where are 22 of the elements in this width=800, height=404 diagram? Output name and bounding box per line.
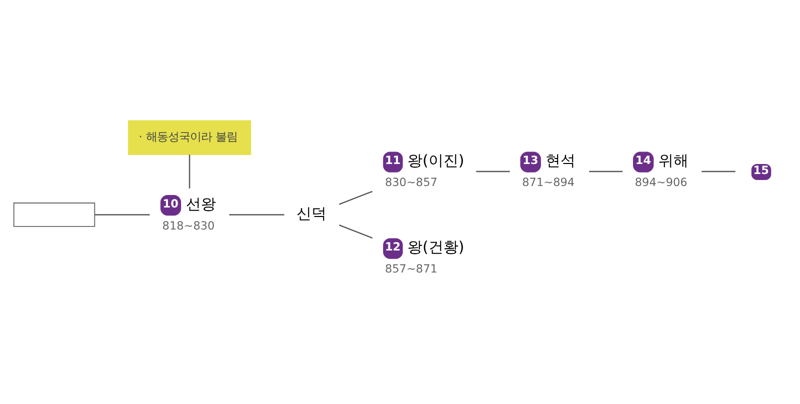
node-label: 871~894 [522, 176, 575, 189]
connector [338, 224, 373, 238]
node-label: 선왕 [186, 194, 216, 212]
connector [338, 190, 373, 204]
node-label: 왕(건황) [408, 238, 464, 256]
node-box: · 해동성국이라 불림 [128, 120, 252, 155]
node-label: 현석 [546, 151, 576, 170]
node-label: 위해 [658, 151, 688, 170]
node-text: 신덕 [296, 204, 327, 222]
node-label: 830~857 [384, 176, 438, 189]
node-label: 857~871 [384, 262, 438, 276]
connector [476, 170, 510, 172]
connector [702, 170, 736, 172]
connector [589, 170, 623, 172]
connector [94, 214, 150, 215]
node-box [13, 202, 96, 226]
connector [188, 154, 190, 188]
node-box: 15 [751, 163, 772, 180]
connector [229, 214, 284, 215]
node-label: 894~906 [634, 176, 688, 189]
node-label: 818~830 [162, 218, 215, 232]
node-label: 왕(이진) [408, 151, 464, 170]
